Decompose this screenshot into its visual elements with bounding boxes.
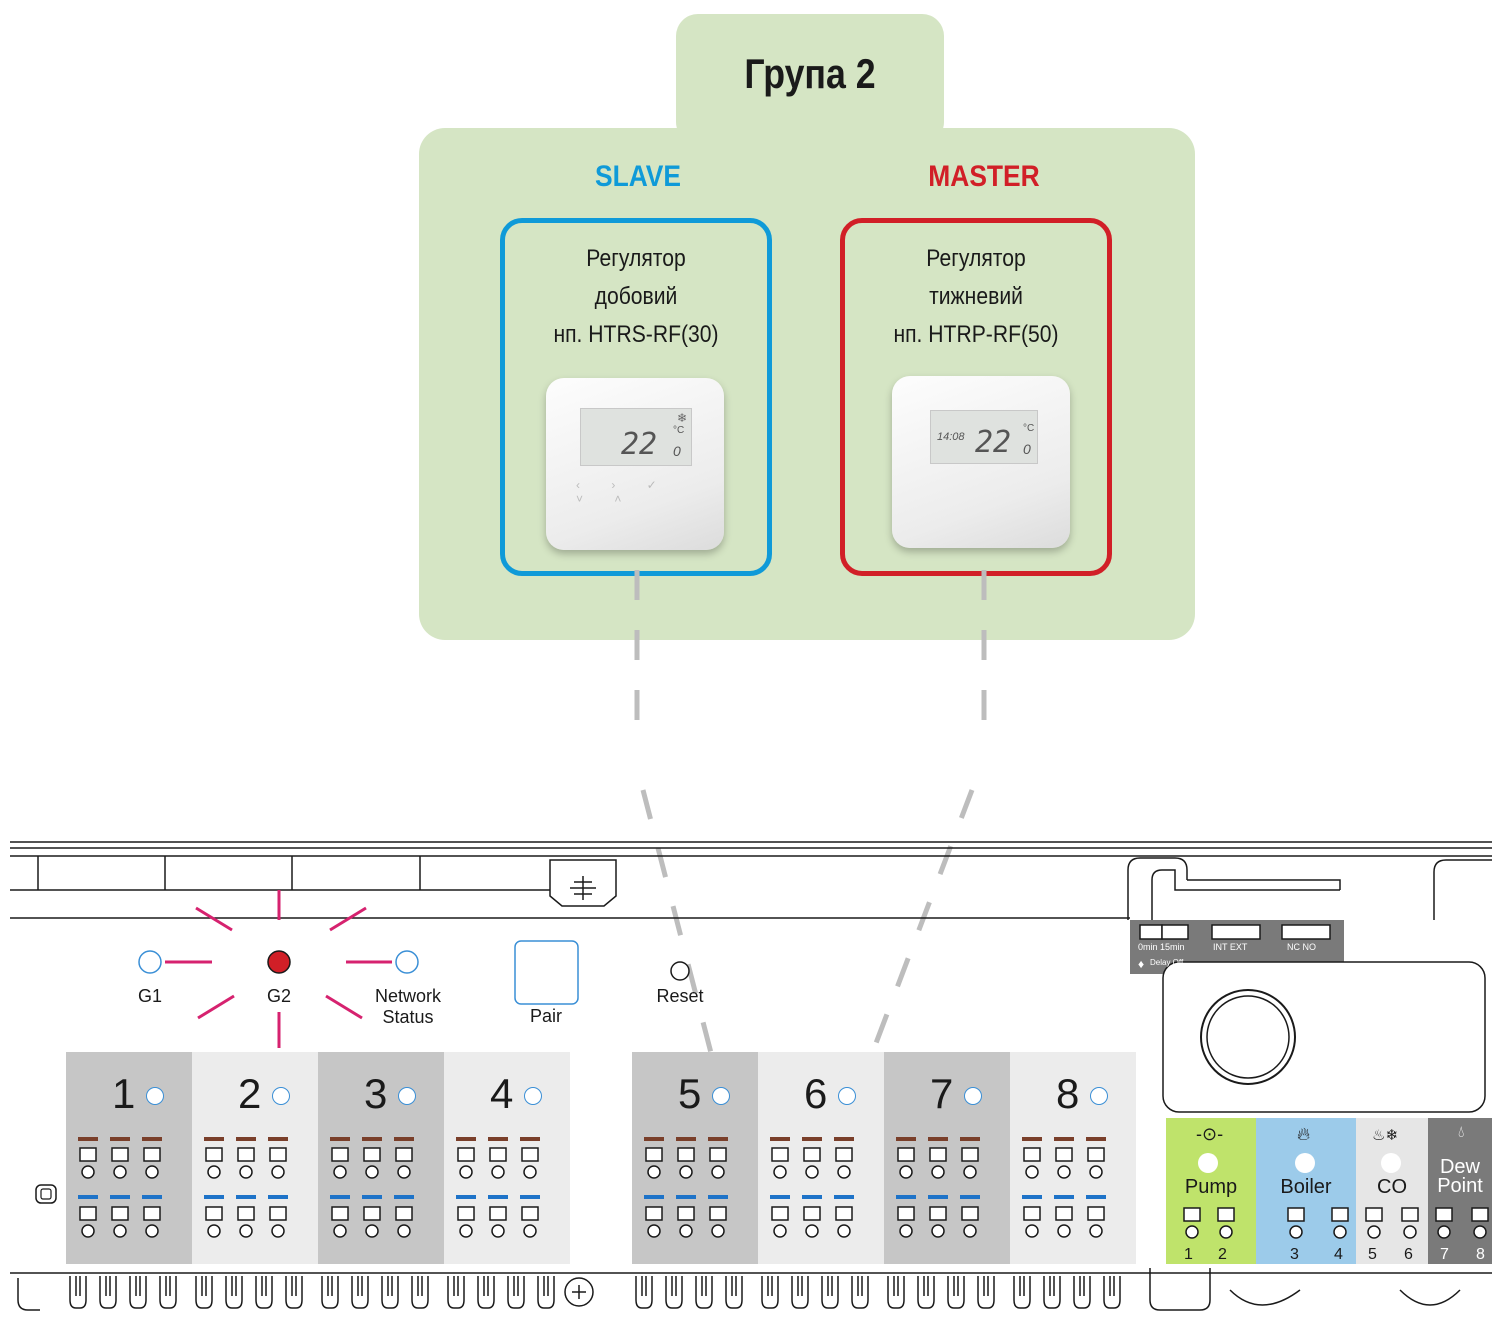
zone-terminals (78, 1137, 1106, 1238)
pump-icon: -⊙- (1196, 1124, 1224, 1144)
relay-num-3: 3 (1290, 1246, 1299, 1263)
dew-label-line1: Dew (1439, 1156, 1480, 1178)
dew-point-label: Dew Point (1428, 1156, 1492, 1197)
g2-led (267, 950, 291, 974)
bottom-rail (10, 1268, 1492, 1311)
lock-icon (35, 1184, 57, 1204)
g2-label: G2 (266, 986, 291, 1006)
master-lcd-unit: °C (1023, 423, 1035, 434)
master-role-label: MASTER (928, 160, 1040, 193)
master-lcd-temp: 22 (975, 425, 1012, 460)
relay-num-4: 4 (1334, 1246, 1343, 1263)
slave-lcd-temp: 22 (621, 427, 658, 462)
relay-terminals (1183, 1207, 1489, 1239)
reset-button[interactable] (668, 959, 692, 983)
master-lcd: 14:08 22 °C 0 (930, 410, 1038, 464)
co-label: CO (1377, 1176, 1407, 1198)
pair-label: Pair (529, 1006, 562, 1026)
reset-label: Reset (656, 986, 704, 1006)
relay-num-1: 1 (1184, 1246, 1193, 1263)
master-description: Регулятор тижневий нп. HTRP-RF(50) (856, 240, 1095, 354)
zone-led (398, 1087, 416, 1105)
co-led (1381, 1153, 1401, 1173)
pump-label: Pump (1184, 1176, 1238, 1198)
reset-hole (670, 961, 690, 981)
g1-led (138, 950, 162, 974)
zone-number: 1 (112, 1070, 136, 1117)
slave-description: Регулятор добовий нп. HTRS-RF(30) (516, 240, 755, 354)
slave-buttons-row: ‹ › ✓ ˅ ˄ (576, 478, 671, 506)
network-label-line2: Status (382, 1007, 434, 1027)
connection-lines (634, 570, 987, 1081)
co-relay-bg (1356, 1118, 1428, 1264)
pair-button[interactable] (515, 941, 578, 1004)
master-lcd-time: 14:08 (937, 431, 965, 443)
master-thermostat-image: 14:08 22 °C 0 (892, 376, 1070, 548)
master-line-2: тижневий (929, 283, 1023, 310)
dew-label-line2: Point (1437, 1175, 1483, 1197)
zone-number: 4 (490, 1070, 514, 1117)
zone-led (272, 1087, 290, 1105)
boiler-label: Boiler (1280, 1176, 1332, 1198)
slave-line-1: Регулятор (586, 245, 686, 272)
relay-num-5: 5 (1368, 1246, 1377, 1263)
snowflake-icon: ❄ (677, 411, 688, 425)
boiler-relay-bg (1256, 1118, 1356, 1264)
relay-num-7: 7 (1440, 1246, 1449, 1263)
network-status-label: Network Status (358, 986, 458, 1028)
nc-no-switch-label: NC NO (1287, 942, 1316, 952)
zone-led (964, 1087, 982, 1105)
slave-role-label: SLAVE (594, 160, 682, 193)
slave-lcd: 22 °C 0 ❄ (580, 408, 692, 466)
flame-icon: ♦ (1138, 957, 1145, 971)
pump-led (1198, 1153, 1218, 1173)
heat-cool-icon: ♨❄ (1372, 1127, 1399, 1144)
delay-switch-label: 0min 15min (1138, 942, 1185, 952)
zone-led (712, 1087, 730, 1105)
boiler-led (1295, 1153, 1315, 1173)
dew-point-relay-bg (1428, 1118, 1492, 1264)
zone-number: 5 (678, 1070, 702, 1117)
zone-number: 6 (804, 1070, 828, 1117)
zone-led (838, 1087, 856, 1105)
relay-num-2: 2 (1218, 1246, 1227, 1263)
network-status-led (395, 950, 419, 974)
pair-button-shape (514, 940, 579, 1005)
slave-lcd-unit: °C (673, 425, 685, 436)
flame-icon: 🔥︎ (1297, 1124, 1311, 1144)
zone-led (1090, 1087, 1108, 1105)
zone-number: 2 (238, 1070, 262, 1117)
zone-number: 7 (930, 1070, 954, 1117)
relay-num-6: 6 (1404, 1246, 1413, 1263)
network-label-line1: Network (374, 986, 441, 1006)
zone-led (524, 1087, 542, 1105)
slave-thermostat-image: 22 °C 0 ❄ ‹ › ✓ ˅ ˄ (546, 378, 724, 550)
relay-num-8: 8 (1476, 1246, 1485, 1263)
zone-number: 3 (364, 1070, 388, 1117)
master-line-1: Регулятор (926, 245, 1026, 272)
slave-connection-line (634, 570, 721, 1081)
slave-lcd-decimal: 0 (673, 443, 681, 459)
group-title: Група 2 (744, 50, 876, 97)
zone-number: 8 (1056, 1070, 1080, 1117)
master-lcd-decimal: 0 (1023, 441, 1031, 457)
droplet-icon: 💧︎ (1458, 1124, 1465, 1141)
power-knob (1200, 989, 1296, 1085)
slave-line-2: добовий (594, 283, 678, 310)
int-ext-switch-label: INT EXT (1213, 942, 1248, 952)
pump-relay-bg (1166, 1118, 1256, 1264)
delay-off-label: Delay Off (1150, 958, 1184, 967)
master-line-3: нп. HTRP-RF(50) (893, 321, 1059, 348)
g1-label: G1 (137, 986, 162, 1006)
g2-led-rays (165, 890, 392, 1048)
master-card (840, 218, 1112, 576)
zone-led (146, 1087, 164, 1105)
top-rail (10, 841, 1492, 920)
slave-line-3: нп. HTRS-RF(30) (553, 321, 719, 348)
group-tab (676, 14, 944, 144)
master-connection-line (859, 570, 987, 1081)
